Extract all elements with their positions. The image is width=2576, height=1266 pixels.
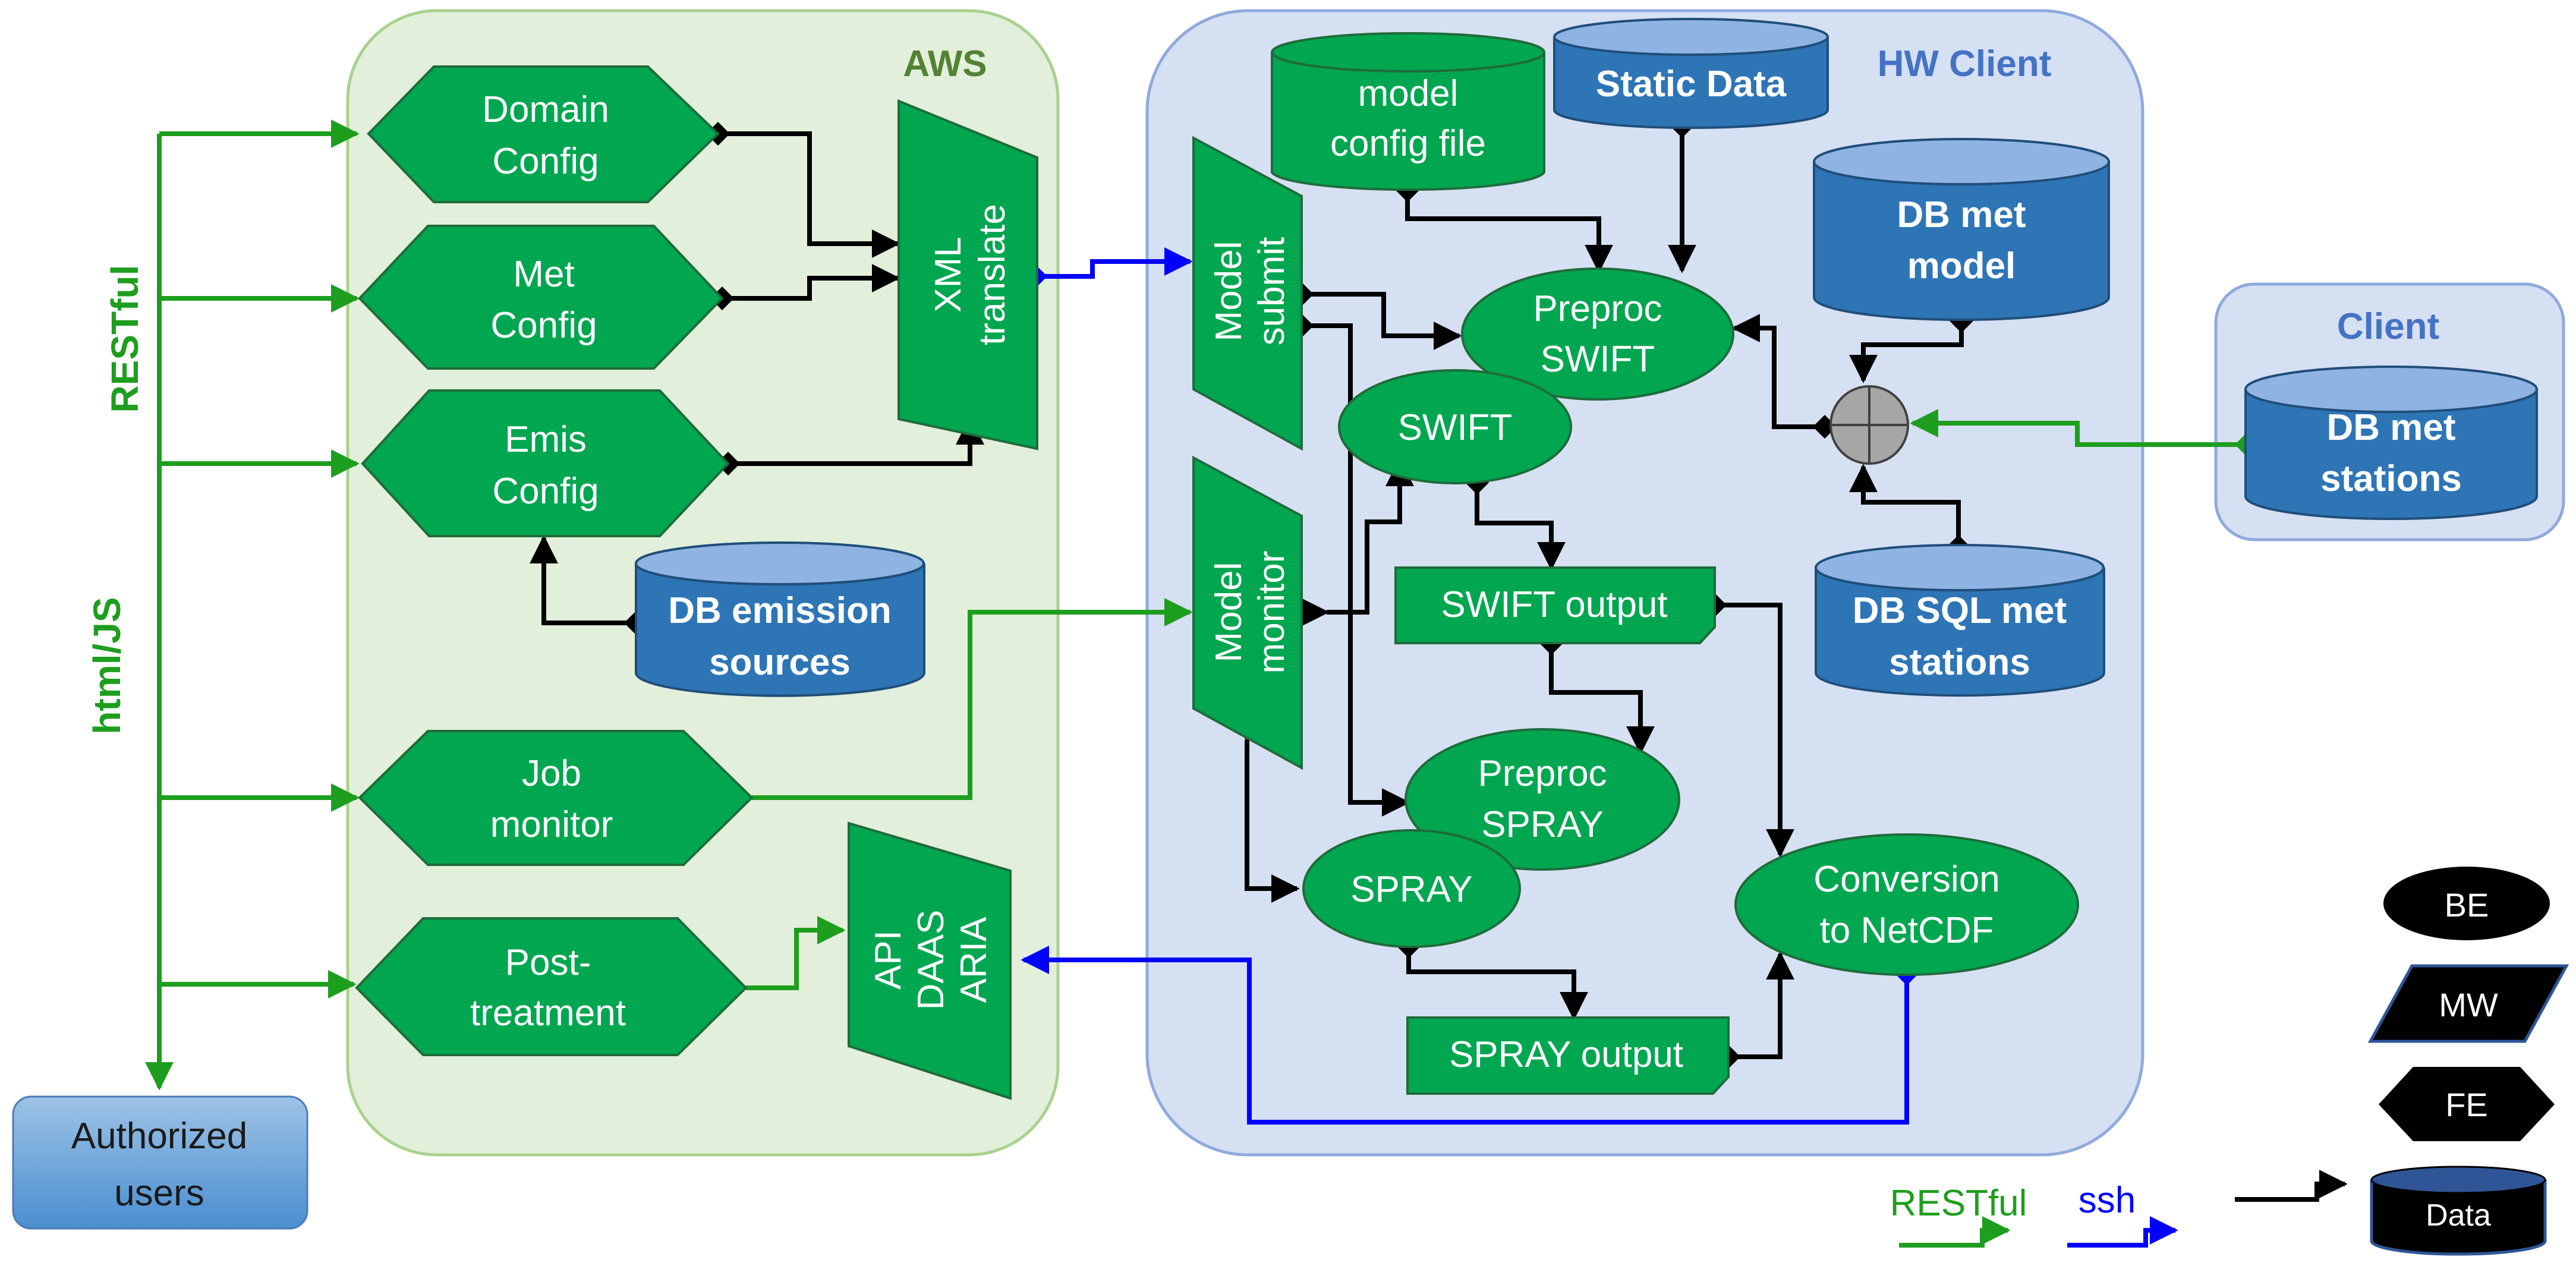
legend-mw: MW: [2367, 964, 2569, 1043]
legend-data-arrow: [2235, 1170, 2348, 1202]
preproc-spray-node[interactable]: Preproc SPRAY: [1404, 728, 1680, 871]
legend-be-label: BE: [2445, 886, 2489, 924]
svg-text:Authorized: Authorized: [71, 1116, 247, 1157]
left-rail: [145, 119, 360, 1091]
emis-config-line1: Emis: [505, 419, 587, 460]
svg-text:users: users: [114, 1173, 204, 1214]
xml-translate-line1: XML: [928, 237, 969, 312]
client-panel-title: Client: [2337, 306, 2439, 347]
preproc-swift-line1: Preproc: [1533, 288, 1662, 329]
static-data-db[interactable]: Static Data: [1553, 18, 1829, 129]
job-monitor-line2: monitor: [490, 804, 613, 845]
post-treatment-node[interactable]: Post- treatment: [355, 917, 748, 1056]
met-config-line1: Met: [513, 254, 574, 295]
legend-fe: FE: [2379, 1067, 2555, 1141]
legend-fe-label: FE: [2445, 1086, 2488, 1123]
db-met-model-line1: DB met: [1897, 194, 2026, 235]
aws-panel-title: AWS: [903, 43, 987, 84]
api-daas-aria-node[interactable]: API DAAS ARIA: [848, 821, 1012, 1100]
model-monitor-line2: monitor: [1251, 551, 1292, 674]
db-emission-sources[interactable]: DB emission sources: [635, 541, 925, 697]
htmljs-side-label: html/JS: [86, 597, 128, 734]
spray-label: SPRAY: [1350, 869, 1473, 910]
preproc-spray-line2: SPRAY: [1481, 804, 1604, 845]
domain-config-line2: Config: [492, 141, 599, 182]
db-met-stations-client[interactable]: DB met stations: [2244, 366, 2538, 520]
post-treatment-line2: treatment: [470, 993, 626, 1034]
preproc-swift-node[interactable]: Preproc SWIFT: [1461, 267, 1734, 401]
preproc-swift-line2: SWIFT: [1541, 339, 1655, 380]
static-data-label: Static Data: [1596, 64, 1787, 105]
data-flow-connectors: [530, 114, 1973, 1069]
api-line3: ARIA: [953, 917, 994, 1003]
domain-config-node[interactable]: Domain Config: [367, 65, 720, 203]
preproc-spray-line1: Preproc: [1478, 753, 1607, 794]
db-met-model-line2: model: [1907, 245, 2016, 286]
legend-be: BE: [2383, 867, 2550, 940]
swift-output-node[interactable]: SWIFT output: [1394, 566, 1716, 644]
post-treatment-line1: Post-: [505, 942, 591, 983]
model-config-file-line2: config file: [1330, 123, 1486, 164]
merge-junction-icon: [1829, 385, 1909, 465]
legend-data-label: Data: [2426, 1198, 2491, 1233]
model-submit-line2: submit: [1251, 237, 1292, 346]
model-config-file-line1: model: [1358, 73, 1459, 114]
api-line2: DAAS: [911, 910, 952, 1010]
conversion-netcdf-node[interactable]: Conversion to NetCDF: [1734, 833, 2079, 976]
swift-label: SWIFT: [1398, 407, 1513, 448]
job-monitor-line1: Job: [522, 753, 581, 794]
met-config-line2: Config: [490, 305, 597, 346]
xml-translate-line2: translate: [972, 204, 1013, 345]
ssh-connectors: [1021, 247, 1919, 1125]
restful-side-label: RESTful: [103, 265, 146, 413]
model-monitor-line1: Model: [1208, 562, 1249, 663]
model-submit-line1: Model: [1208, 241, 1249, 342]
model-config-file-db[interactable]: model config file: [1271, 32, 1545, 191]
emis-config-node[interactable]: Emis Config: [361, 389, 730, 537]
legend-ssh: ssh: [2067, 1180, 2178, 1248]
legend-mw-label: MW: [2439, 986, 2498, 1023]
xml-translate-node[interactable]: XML translate: [897, 99, 1038, 451]
legend: BE MW FE Data RESTful ssh: [1890, 867, 2569, 1256]
spray-node[interactable]: SPRAY: [1302, 829, 1521, 948]
conversion-line2: to NetCDF: [1820, 910, 1994, 951]
db-sql-met-line1: DB SQL met: [1853, 590, 2067, 631]
hw-client-panel-title: HW Client: [1878, 43, 2052, 84]
restful-connectors: [720, 409, 2259, 1002]
conversion-line1: Conversion: [1813, 859, 2000, 900]
legend-restful-label: RESTful: [1890, 1183, 2027, 1224]
db-met-model[interactable]: DB met model: [1813, 138, 2110, 321]
authorized-users-line2: users: [114, 1173, 204, 1214]
swift-output-label: SWIFT output: [1441, 584, 1667, 625]
legend-ssh-label: ssh: [2079, 1180, 2136, 1221]
domain-config-line1: Domain: [482, 89, 609, 130]
spray-output-node[interactable]: SPRAY output: [1406, 1016, 1730, 1095]
spray-output-label: SPRAY output: [1449, 1034, 1683, 1075]
emis-config-line2: Config: [492, 471, 599, 512]
authorized-users-line1: Authorized: [71, 1116, 247, 1157]
db-emission-line1: DB emission: [668, 590, 892, 631]
model-submit-node[interactable]: Model submit: [1192, 136, 1303, 451]
db-sql-met-line2: stations: [1889, 642, 2030, 683]
api-line1: API: [868, 930, 909, 990]
db-met-stations-line1: DB met: [2326, 407, 2455, 448]
model-monitor-node[interactable]: Model monitor: [1192, 455, 1303, 770]
met-config-node[interactable]: Met Config: [358, 225, 724, 370]
db-emission-line2: sources: [709, 642, 851, 683]
authorized-users-box[interactable]: Authorized users: [12, 1095, 308, 1230]
db-met-stations-line2: stations: [2320, 458, 2462, 499]
legend-data: Data: [2370, 1166, 2547, 1256]
legend-restful: RESTful: [1890, 1183, 2027, 1248]
swift-node[interactable]: SWIFT: [1338, 369, 1572, 484]
db-sql-met-stations[interactable]: DB SQL met stations: [1815, 544, 2105, 697]
job-monitor-node[interactable]: Job monitor: [358, 730, 754, 866]
